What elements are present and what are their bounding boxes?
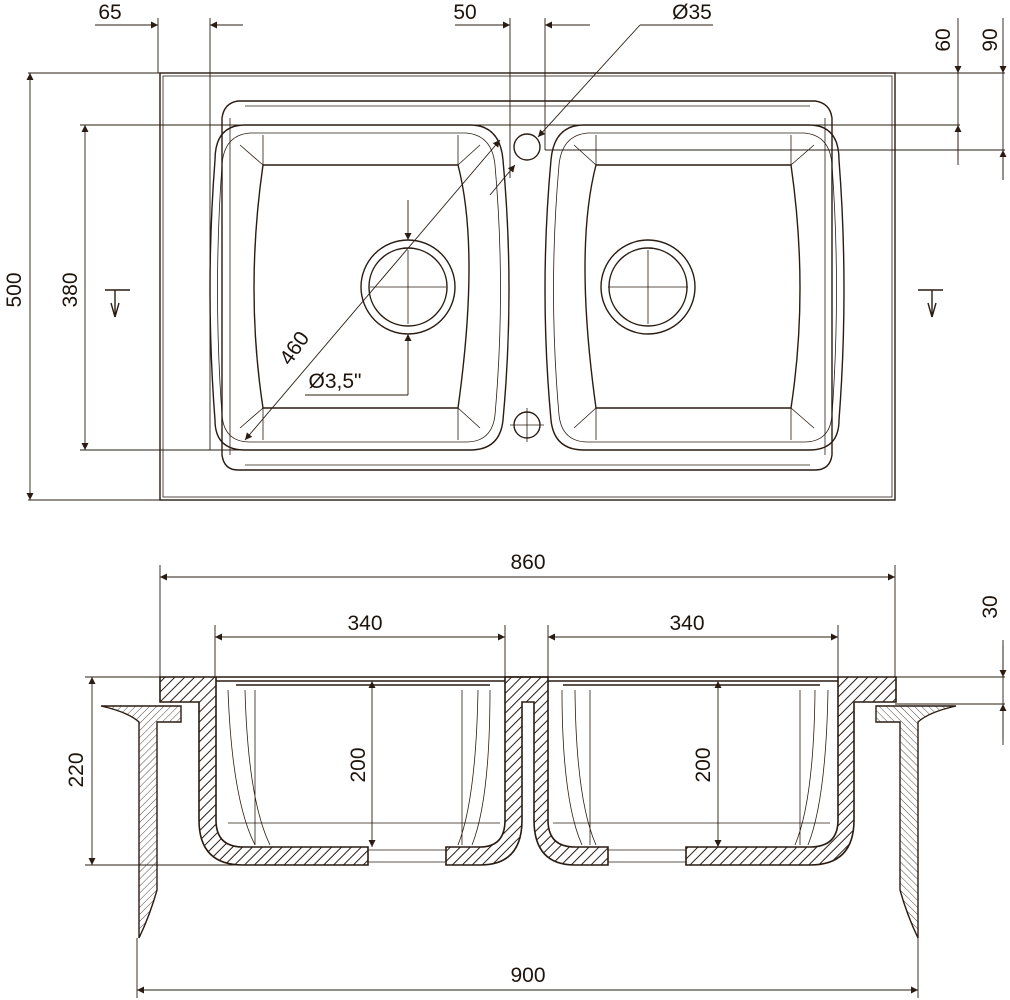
dim-total-depth: 500 bbox=[3, 272, 26, 307]
dim-tap-hole: Ø35 bbox=[672, 1, 712, 24]
tap-holes bbox=[510, 133, 544, 442]
dim-drain: Ø3,5" bbox=[309, 370, 362, 393]
dim-hole-offset-90: 90 bbox=[979, 28, 1002, 51]
left-bowl bbox=[209, 124, 510, 451]
right-countertop-section bbox=[875, 705, 957, 939]
dim-total-height: 220 bbox=[65, 752, 88, 787]
dim-bridge-width: 50 bbox=[453, 1, 476, 24]
plan-dimensions bbox=[26, 18, 1007, 501]
section-marker-left bbox=[105, 289, 130, 317]
countertop-outline bbox=[159, 72, 896, 501]
dim-rim-thickness: 30 bbox=[979, 595, 1002, 618]
dim-bowl-length: 380 bbox=[59, 272, 82, 307]
dim-right-bowl-width: 340 bbox=[669, 612, 704, 635]
tap-hole-top bbox=[513, 133, 541, 161]
dim-inner-width: 860 bbox=[510, 551, 545, 574]
dim-hole-offset-60: 60 bbox=[932, 28, 955, 51]
left-wall-section bbox=[159, 676, 369, 866]
dim-edge-offset: 65 bbox=[98, 1, 121, 24]
right-wall-section bbox=[685, 676, 897, 866]
right-drain bbox=[600, 239, 696, 335]
plan-view: 65 50 Ø35 60 90 500 380 460 Ø3,5" bbox=[3, 1, 1007, 501]
dim-left-bowl-width: 340 bbox=[347, 612, 382, 635]
dim-bowl-diagonal: 460 bbox=[275, 327, 314, 369]
sink-rim-outline bbox=[221, 100, 833, 471]
center-divider-section bbox=[445, 676, 609, 866]
dim-left-bowl-depth: 200 bbox=[347, 747, 370, 782]
left-countertop-section bbox=[100, 705, 182, 939]
section-dimensions bbox=[85, 565, 1007, 998]
dim-right-bowl-depth: 200 bbox=[692, 747, 715, 782]
section-view: 860 340 340 30 220 200 200 900 bbox=[65, 551, 1007, 998]
dim-total-width: 900 bbox=[510, 964, 545, 987]
section-marker-right bbox=[918, 289, 943, 317]
